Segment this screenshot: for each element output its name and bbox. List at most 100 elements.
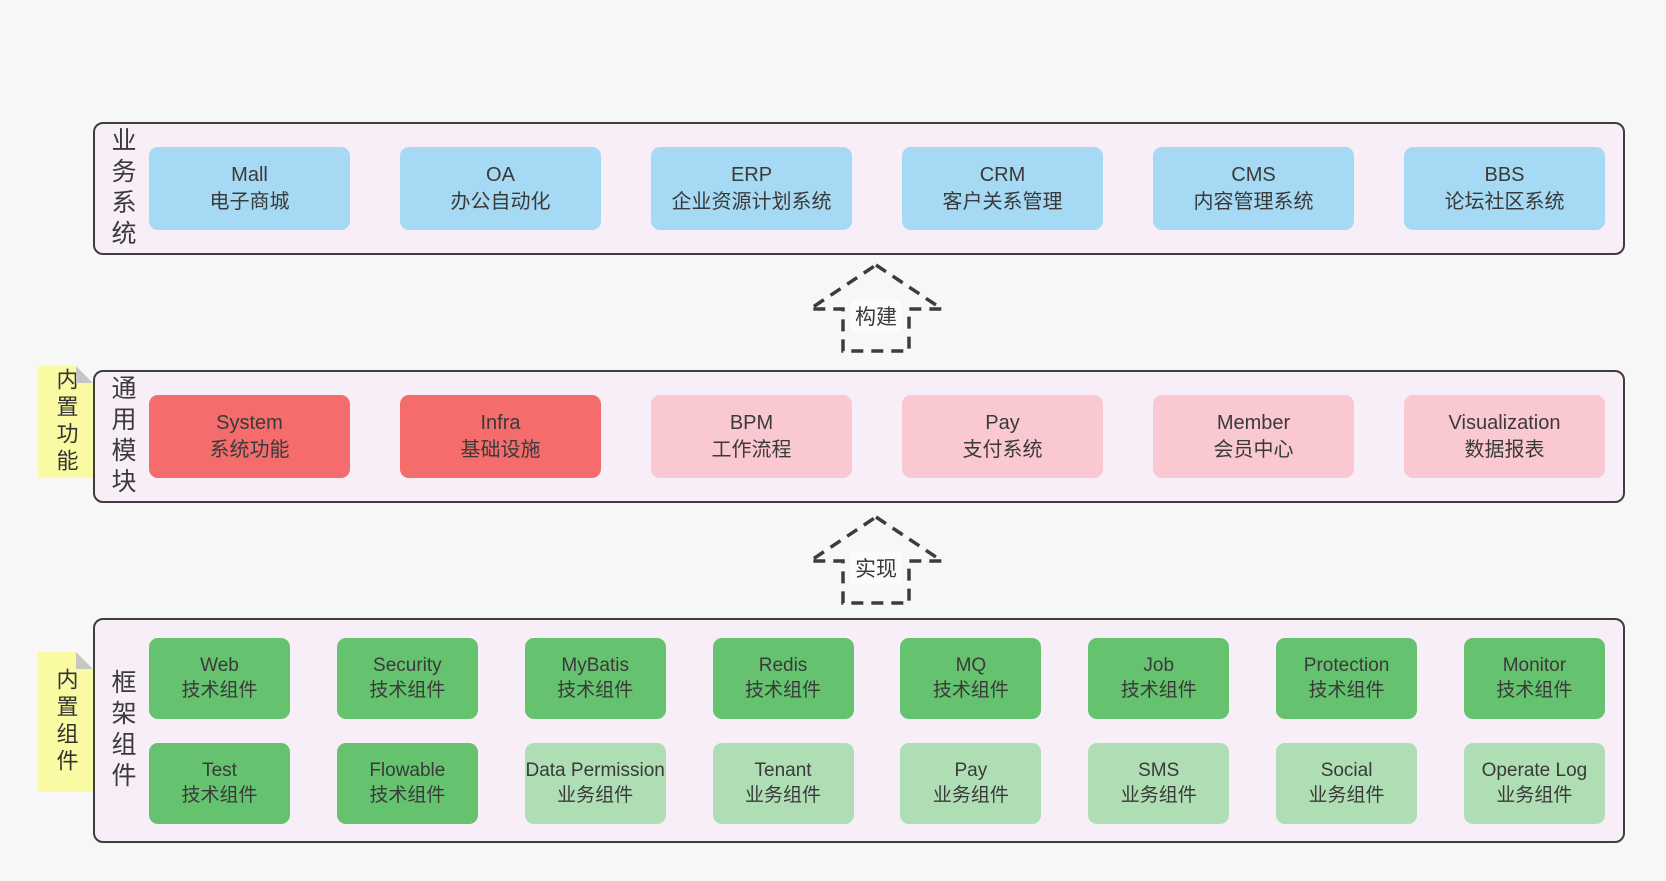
box-subtitle: 企业资源计划系统 xyxy=(671,190,832,213)
box-title: BPM xyxy=(729,411,774,434)
box-subtitle: 技术组件 xyxy=(369,680,446,701)
box-title: MyBatis xyxy=(561,655,629,676)
module-box-security: Security 技术组件 xyxy=(336,637,478,719)
arrow-label-implement: 实现 xyxy=(851,552,901,584)
box-subtitle: 数据报表 xyxy=(1464,438,1545,461)
box-subtitle: 电子商城 xyxy=(209,190,290,213)
box-title: Redis xyxy=(758,655,808,676)
band-label-business-systems: 业务系统 xyxy=(108,126,136,251)
box-subtitle: 办公自动化 xyxy=(450,190,551,213)
module-box-bbs: BBS 论坛社区系统 xyxy=(1404,147,1605,230)
box-title: Web xyxy=(200,655,239,676)
box-title: CRM xyxy=(979,163,1026,186)
box-title: Infra xyxy=(480,411,521,434)
box-subtitle: 支付系统 xyxy=(962,438,1043,461)
module-box-mybatis: MyBatis 技术组件 xyxy=(524,637,666,719)
box-subtitle: 系统功能 xyxy=(209,438,290,461)
box-title: Tenant xyxy=(754,760,812,781)
module-box-crm: CRM 客户关系管理 xyxy=(902,147,1103,230)
box-subtitle: 业务组件 xyxy=(1496,785,1573,806)
box-subtitle: 基础设施 xyxy=(460,438,541,461)
box-subtitle: 技术组件 xyxy=(932,680,1009,701)
box-title: Test xyxy=(202,760,237,781)
module-box-cms: CMS 内容管理系统 xyxy=(1153,147,1354,230)
box-title: Member xyxy=(1216,411,1291,434)
arrow-build: 构建 xyxy=(806,260,946,356)
box-title: Job xyxy=(1143,655,1175,676)
module-box-infra: Infra 基础设施 xyxy=(400,395,601,478)
box-title: OA xyxy=(486,163,515,186)
box-subtitle: 业务组件 xyxy=(932,785,1009,806)
module-box-bpm: BPM 工作流程 xyxy=(651,395,852,478)
box-title: Pay xyxy=(954,760,988,781)
box-subtitle: 技术组件 xyxy=(369,785,446,806)
module-box-job: Job 技术组件 xyxy=(1088,637,1230,719)
box-title: Operate Log xyxy=(1481,760,1588,781)
box-subtitle: 业务组件 xyxy=(745,785,822,806)
box-subtitle: 技术组件 xyxy=(181,785,258,806)
box-subtitle: 技术组件 xyxy=(557,680,634,701)
module-box-pay: Pay 业务组件 xyxy=(900,742,1042,824)
sticky-note-text: 内置功能 xyxy=(53,368,79,476)
dashed-up-arrow-icon xyxy=(806,262,946,353)
sticky-note-built-in-features: 内置功能 xyxy=(38,366,93,478)
box-subtitle: 内容管理系统 xyxy=(1193,190,1314,213)
module-box-flowable: Flowable 技术组件 xyxy=(336,742,478,824)
module-box-mall: Mall 电子商城 xyxy=(149,147,350,230)
box-title: MQ xyxy=(955,655,987,676)
box-title: Data Permission xyxy=(525,760,665,781)
box-subtitle: 工作流程 xyxy=(711,438,792,461)
band-framework-components: 框架组件 Web 技术组件 Security 技术组件 MyBatis 技术组件 Redis… xyxy=(93,618,1625,843)
module-box-data-permission: Data Permission 业务组件 xyxy=(524,742,666,824)
module-box-oa: OA 办公自动化 xyxy=(400,147,601,230)
module-box-erp: ERP 企业资源计划系统 xyxy=(651,147,852,230)
module-box-tenant: Tenant 业务组件 xyxy=(712,742,854,824)
box-title: CMS xyxy=(1231,163,1276,186)
arrow-implement: 实现 xyxy=(806,512,946,608)
box-subtitle: 技术组件 xyxy=(1120,680,1197,701)
module-box-member: Member 会员中心 xyxy=(1153,395,1354,478)
box-subtitle: 业务组件 xyxy=(1120,785,1197,806)
box-subtitle: 论坛社区系统 xyxy=(1444,190,1565,213)
box-title: SMS xyxy=(1138,760,1180,781)
box-subtitle: 客户关系管理 xyxy=(942,190,1063,213)
module-box-mq: MQ 技术组件 xyxy=(900,637,1042,719)
dashed-up-arrow-icon xyxy=(806,514,946,605)
box-title: Flowable xyxy=(369,760,446,781)
box-subtitle: 技术组件 xyxy=(1308,680,1385,701)
band-content: Mall 电子商城 OA 办公自动化 ERP 企业资源计划系统 CRM 客户关系管理 CMS 内容… xyxy=(149,124,1623,253)
folded-corner-icon xyxy=(76,652,93,669)
box-title: Security xyxy=(373,655,442,676)
box-title: Mall xyxy=(231,163,268,186)
band-label-common-modules: 通用模块 xyxy=(108,374,136,499)
folded-corner-icon xyxy=(76,366,93,383)
box-subtitle: 技术组件 xyxy=(181,680,258,701)
band-business-systems: 业务系统 Mall 电子商城 OA 办公自动化 ERP 企业资源计划系统 CRM 客户关系管理… xyxy=(93,122,1625,255)
box-title: Protection xyxy=(1303,655,1390,676)
sticky-note-built-in-components: 内置组件 xyxy=(38,652,93,792)
module-box-operate-log: Operate Log 业务组件 xyxy=(1463,742,1605,824)
box-title: ERP xyxy=(730,163,773,186)
box-subtitle: 会员中心 xyxy=(1213,438,1294,461)
band-label-framework-components: 框架组件 xyxy=(108,668,136,793)
box-title: Social xyxy=(1320,760,1373,781)
arrow-label-build: 构建 xyxy=(851,300,901,332)
box-subtitle: 业务组件 xyxy=(557,785,634,806)
box-title: BBS xyxy=(1484,163,1525,186)
module-box-social: Social 业务组件 xyxy=(1276,742,1418,824)
box-title: Monitor xyxy=(1502,655,1567,676)
sticky-note-text: 内置组件 xyxy=(53,668,79,776)
box-subtitle: 业务组件 xyxy=(1308,785,1385,806)
module-box-sms: SMS 业务组件 xyxy=(1088,742,1230,824)
